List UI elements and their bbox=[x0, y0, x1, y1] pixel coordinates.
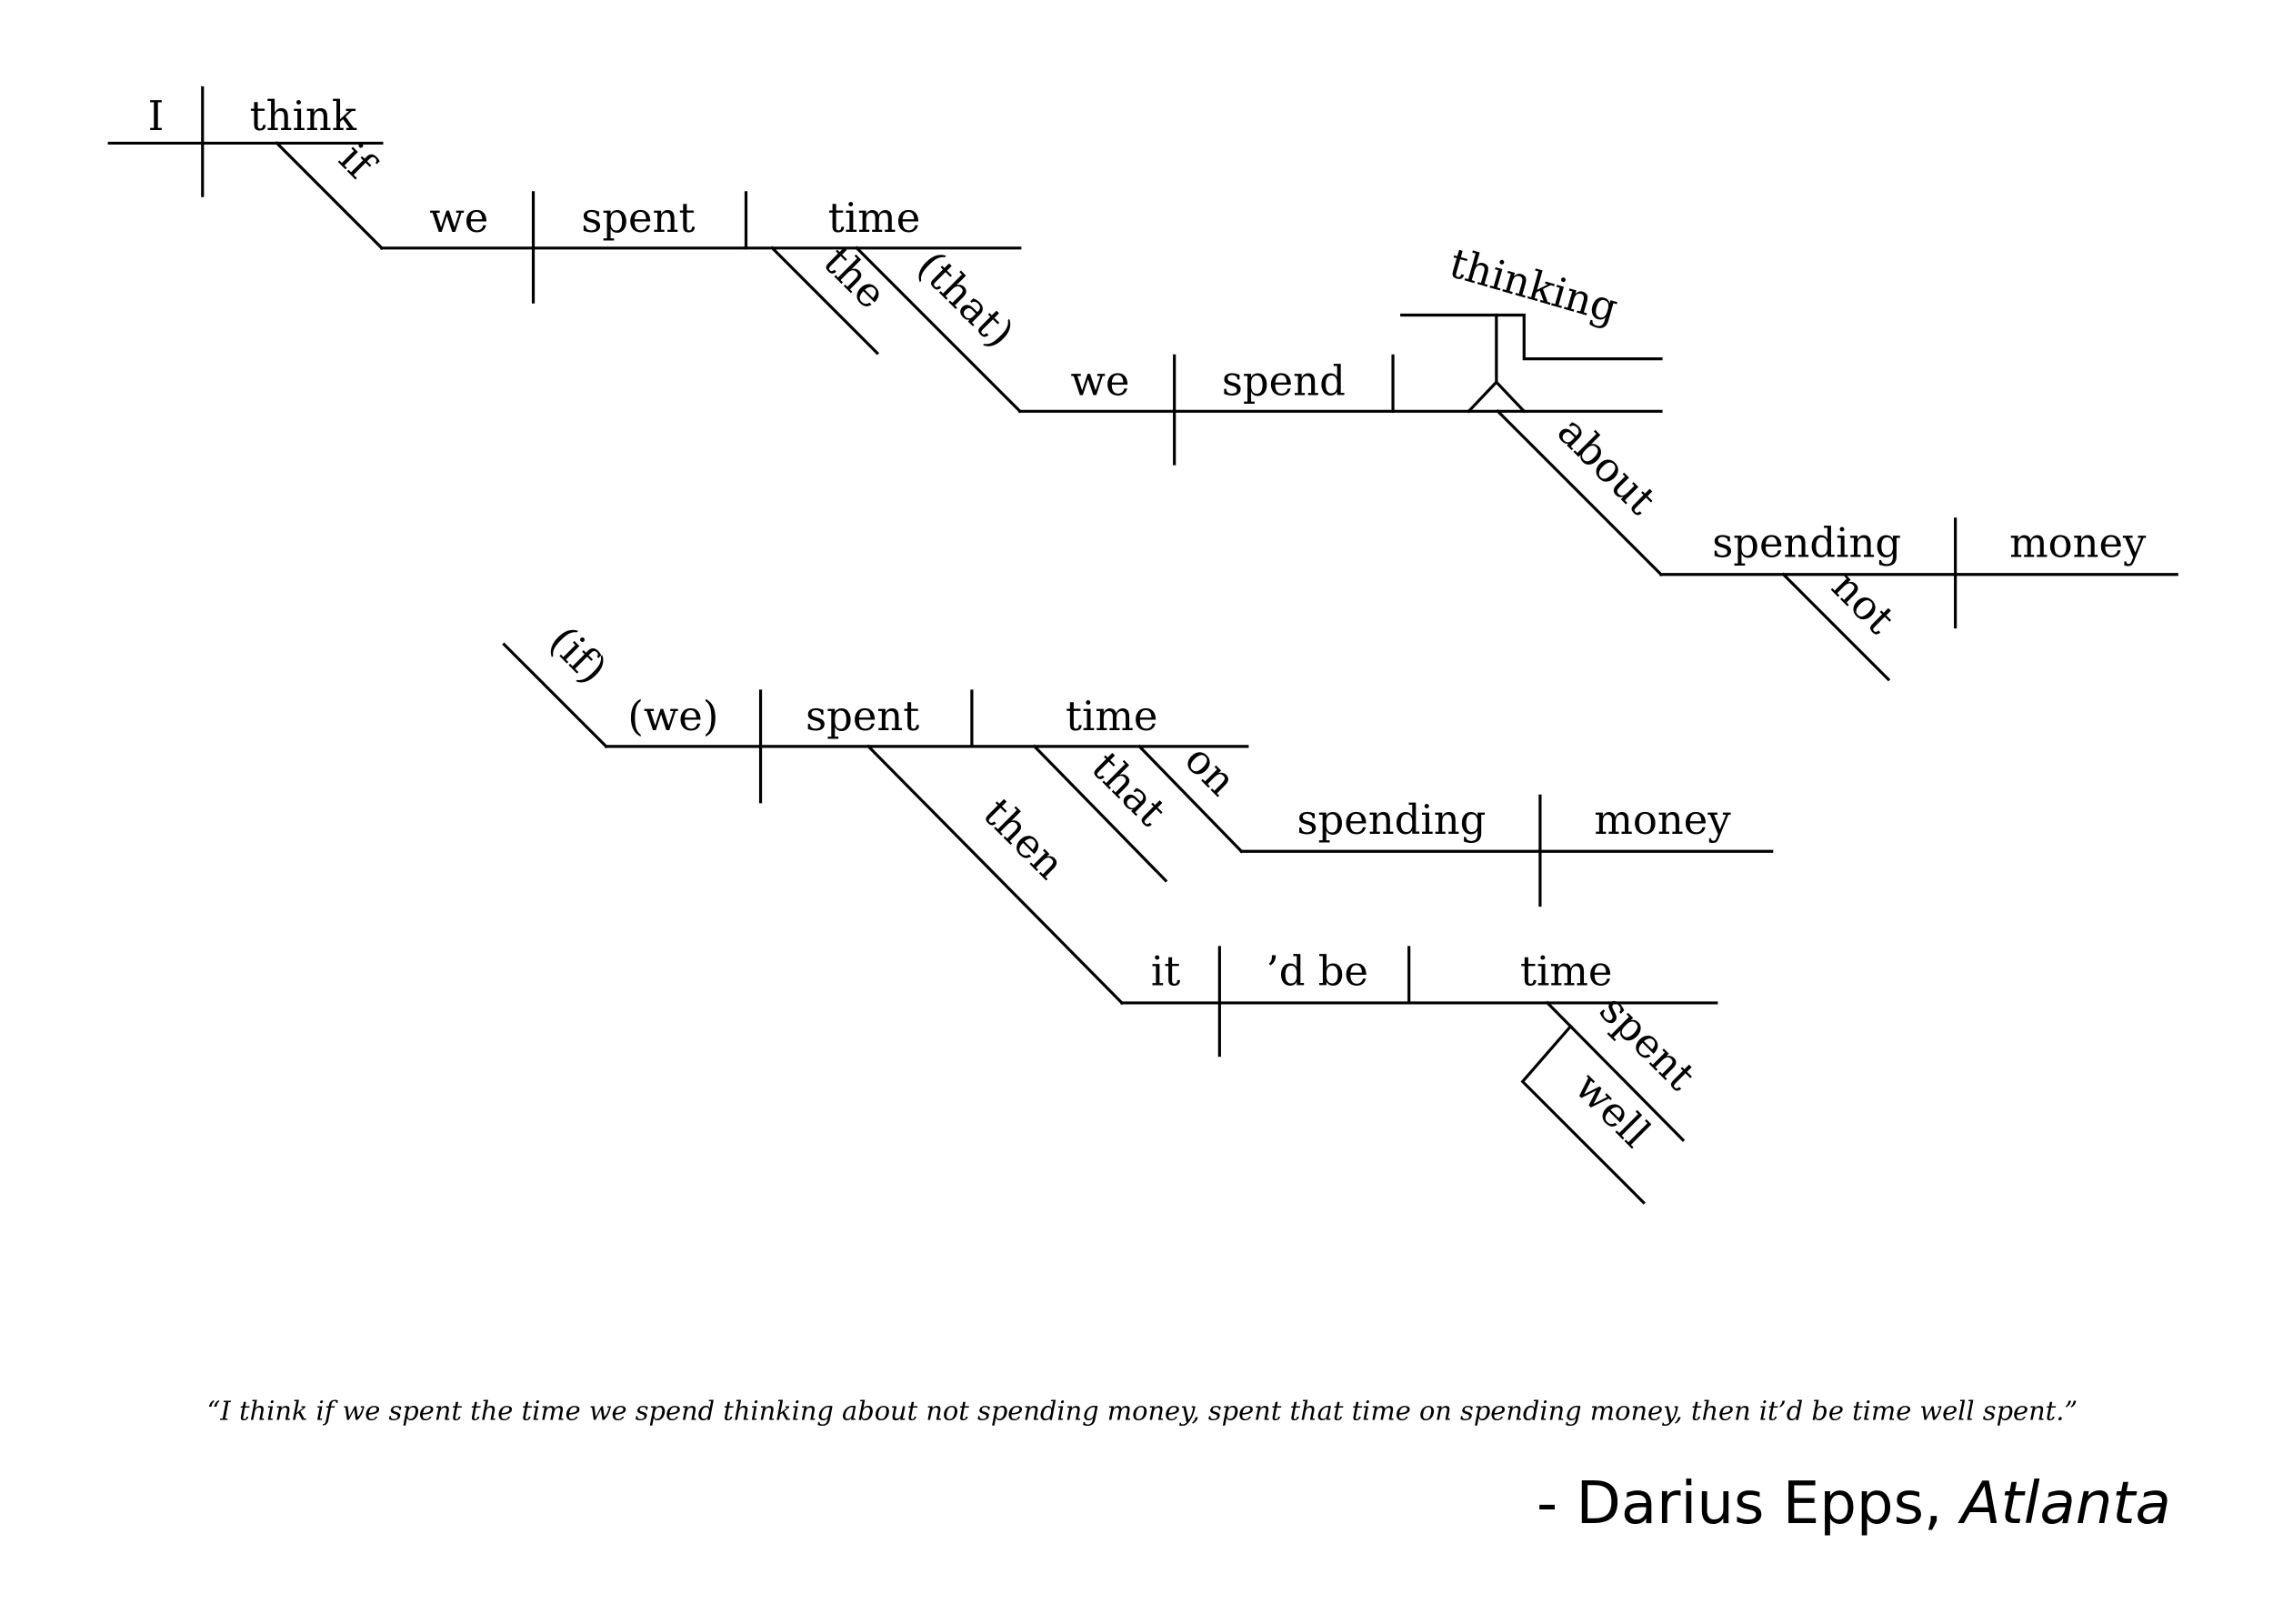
object: time bbox=[1066, 692, 1157, 740]
subject: I bbox=[148, 92, 165, 140]
gerund: spending bbox=[1712, 519, 1901, 567]
article-slant bbox=[770, 246, 880, 356]
verb: think bbox=[250, 92, 357, 140]
prep-slant bbox=[1496, 409, 1664, 577]
attribution-source: Atlanta bbox=[1958, 1470, 2171, 1538]
clause-6: spending money bbox=[1239, 794, 1774, 907]
subject: we bbox=[429, 194, 488, 242]
prep-slant bbox=[1136, 744, 1244, 854]
clause-3: we spend thinking about bbox=[1018, 238, 1666, 577]
attribution: - Darius Epps, Atlanta bbox=[1537, 1470, 2171, 1538]
adverb: then bbox=[974, 788, 1074, 888]
verb: spend bbox=[1222, 357, 1346, 406]
gerund-platform bbox=[1400, 313, 1663, 361]
subject: (we) bbox=[627, 692, 718, 740]
conj: (if) bbox=[540, 617, 616, 693]
verb: spent bbox=[581, 194, 695, 242]
pedestal-fork bbox=[1467, 379, 1527, 414]
participle-adverb-line bbox=[1520, 1024, 1646, 1205]
clause-4: spending money not bbox=[1659, 517, 2178, 682]
subject: it bbox=[1151, 947, 1180, 996]
participle-adverb: well bbox=[1566, 1062, 1660, 1157]
subject: we bbox=[1070, 357, 1129, 406]
gerund: spending bbox=[1297, 796, 1487, 844]
object: money bbox=[2009, 519, 2147, 567]
complement: time bbox=[1520, 947, 1612, 996]
verb: ’d be bbox=[1266, 947, 1368, 996]
object: money bbox=[1594, 796, 1731, 844]
det: that bbox=[1083, 742, 1176, 835]
conj-slant bbox=[275, 141, 385, 251]
object: time bbox=[828, 194, 920, 242]
verb: spent bbox=[806, 692, 919, 740]
adverb-slant bbox=[866, 744, 1125, 1006]
attribution-name: - Darius Epps, bbox=[1537, 1470, 1961, 1538]
det-slant bbox=[1032, 744, 1168, 883]
clause-5: (if) (we) spent time that on bbox=[502, 617, 1249, 883]
prep: about bbox=[1548, 406, 1666, 524]
clause-7: then it ’d be time spent well bbox=[866, 744, 1718, 1205]
clause-1: I think if bbox=[107, 85, 386, 251]
neg-slant bbox=[1781, 572, 1891, 682]
quote: “I think if we spent the time we spend t… bbox=[207, 1395, 2078, 1426]
relative-slant bbox=[855, 246, 1023, 414]
gerund: thinking bbox=[1445, 238, 1624, 332]
relative: (that) bbox=[908, 242, 1024, 357]
clause-2: we spent time the (that) bbox=[380, 191, 1024, 414]
conj-slant bbox=[502, 642, 608, 749]
